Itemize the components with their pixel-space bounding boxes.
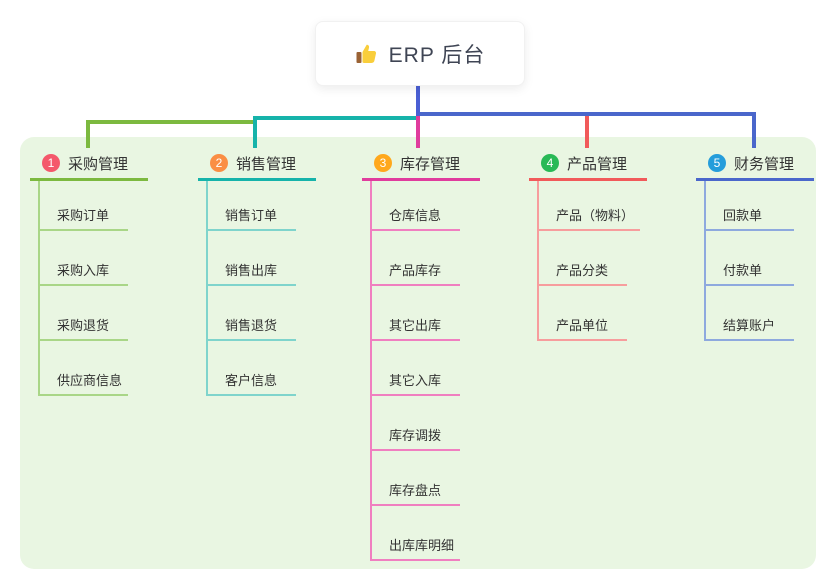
connector-branch-2-drop xyxy=(253,116,257,148)
child-label: 采购入库 xyxy=(57,263,110,278)
child-item[interactable]: 产品单位 xyxy=(539,286,627,341)
branch-sales: 2 销售管理 销售订单 销售出库 销售退货 客户信息 xyxy=(198,148,316,396)
root-title: ERP 后台 xyxy=(388,43,486,67)
child-item[interactable]: 采购订单 xyxy=(40,181,128,231)
child-label: 仓库信息 xyxy=(389,208,442,223)
branch-finance-children: 回款单 付款单 结算账户 xyxy=(704,181,814,341)
child-label: 产品分类 xyxy=(556,263,609,278)
branch-label: 销售管理 xyxy=(236,155,297,173)
branch-inventory: 3 库存管理 仓库信息 产品库存 其它出库 其它入库 库存调拨 库存盘点 出库库… xyxy=(362,148,480,561)
connector-branch-5-drop xyxy=(752,112,756,148)
child-item[interactable]: 其它入库 xyxy=(372,341,460,396)
branch-number-badge: 1 xyxy=(42,154,60,172)
connector-branch-1 xyxy=(86,120,253,124)
branch-purchase: 1 采购管理 采购订单 采购入库 采购退货 供应商信息 xyxy=(30,148,148,396)
child-item[interactable]: 其它出库 xyxy=(372,286,460,341)
child-item[interactable]: 付款单 xyxy=(706,231,794,286)
child-label: 采购退货 xyxy=(57,318,110,333)
branch-sales-header[interactable]: 2 销售管理 xyxy=(198,148,316,181)
child-label: 客户信息 xyxy=(225,373,278,388)
branch-finance: 5 财务管理 回款单 付款单 结算账户 xyxy=(696,148,814,341)
child-item[interactable]: 库存盘点 xyxy=(372,451,460,506)
branch-number-badge: 5 xyxy=(708,154,726,172)
child-label: 产品单位 xyxy=(556,318,609,333)
child-item[interactable]: 客户信息 xyxy=(208,341,296,396)
branches-container xyxy=(20,137,816,569)
child-label: 销售订单 xyxy=(225,208,278,223)
child-item[interactable]: 产品库存 xyxy=(372,231,460,286)
child-label: 销售退货 xyxy=(225,318,278,333)
branch-product-header[interactable]: 4 产品管理 xyxy=(529,148,647,181)
child-label: 产品（物料） xyxy=(556,208,635,223)
branch-product-children: 产品（物料） 产品分类 产品单位 xyxy=(537,181,647,341)
child-label: 供应商信息 xyxy=(57,373,123,388)
child-item[interactable]: 销售出库 xyxy=(208,231,296,286)
child-label: 回款单 xyxy=(723,208,763,223)
child-label: 销售出库 xyxy=(225,263,278,278)
child-label: 付款单 xyxy=(723,263,763,278)
branch-label: 财务管理 xyxy=(734,155,795,173)
branch-inventory-header[interactable]: 3 库存管理 xyxy=(362,148,480,181)
child-item[interactable]: 采购入库 xyxy=(40,231,128,286)
child-item[interactable]: 产品分类 xyxy=(539,231,627,286)
root-node[interactable]: ERP 后台 xyxy=(315,21,525,86)
child-item[interactable]: 销售订单 xyxy=(208,181,296,231)
branch-product: 4 产品管理 产品（物料） 产品分类 产品单位 xyxy=(529,148,647,341)
child-label: 库存盘点 xyxy=(389,483,442,498)
branch-number-badge: 4 xyxy=(541,154,559,172)
child-item[interactable]: 回款单 xyxy=(706,181,794,231)
branch-purchase-header[interactable]: 1 采购管理 xyxy=(30,148,148,181)
connector-branch-5 xyxy=(416,112,756,116)
connector-branch-1-drop xyxy=(86,120,90,148)
child-label: 其它入库 xyxy=(389,373,442,388)
child-item[interactable]: 采购退货 xyxy=(40,286,128,341)
connector-root-stem xyxy=(416,84,420,116)
connector-branch-2 xyxy=(253,116,416,120)
child-item[interactable]: 供应商信息 xyxy=(40,341,129,396)
branch-number-badge: 3 xyxy=(374,154,392,172)
connector-branch-4-drop xyxy=(585,112,589,148)
child-item[interactable]: 结算账户 xyxy=(706,286,794,341)
branch-label: 产品管理 xyxy=(567,155,628,173)
branch-sales-children: 销售订单 销售出库 销售退货 客户信息 xyxy=(206,181,316,396)
child-label: 库存调拨 xyxy=(389,428,442,443)
child-label: 结算账户 xyxy=(723,318,776,333)
branch-inventory-children: 仓库信息 产品库存 其它出库 其它入库 库存调拨 库存盘点 出库库明细 xyxy=(370,181,480,561)
branch-label: 库存管理 xyxy=(400,155,461,173)
child-item[interactable]: 库存调拨 xyxy=(372,396,460,451)
branch-label: 采购管理 xyxy=(68,155,129,173)
branch-finance-header[interactable]: 5 财务管理 xyxy=(696,148,814,181)
branch-number-badge: 2 xyxy=(210,154,228,172)
child-label: 其它出库 xyxy=(389,318,442,333)
connector-branch-3-drop xyxy=(416,114,420,148)
child-label: 采购订单 xyxy=(57,208,110,223)
child-label: 产品库存 xyxy=(389,263,442,278)
thumbs-up-icon xyxy=(356,44,376,63)
branch-purchase-children: 采购订单 采购入库 采购退货 供应商信息 xyxy=(38,181,148,396)
child-item[interactable]: 销售退货 xyxy=(208,286,296,341)
child-item[interactable]: 出库库明细 xyxy=(372,506,461,561)
child-item[interactable]: 仓库信息 xyxy=(372,181,460,231)
child-label: 出库库明细 xyxy=(389,538,455,553)
child-item[interactable]: 产品（物料） xyxy=(539,181,641,231)
